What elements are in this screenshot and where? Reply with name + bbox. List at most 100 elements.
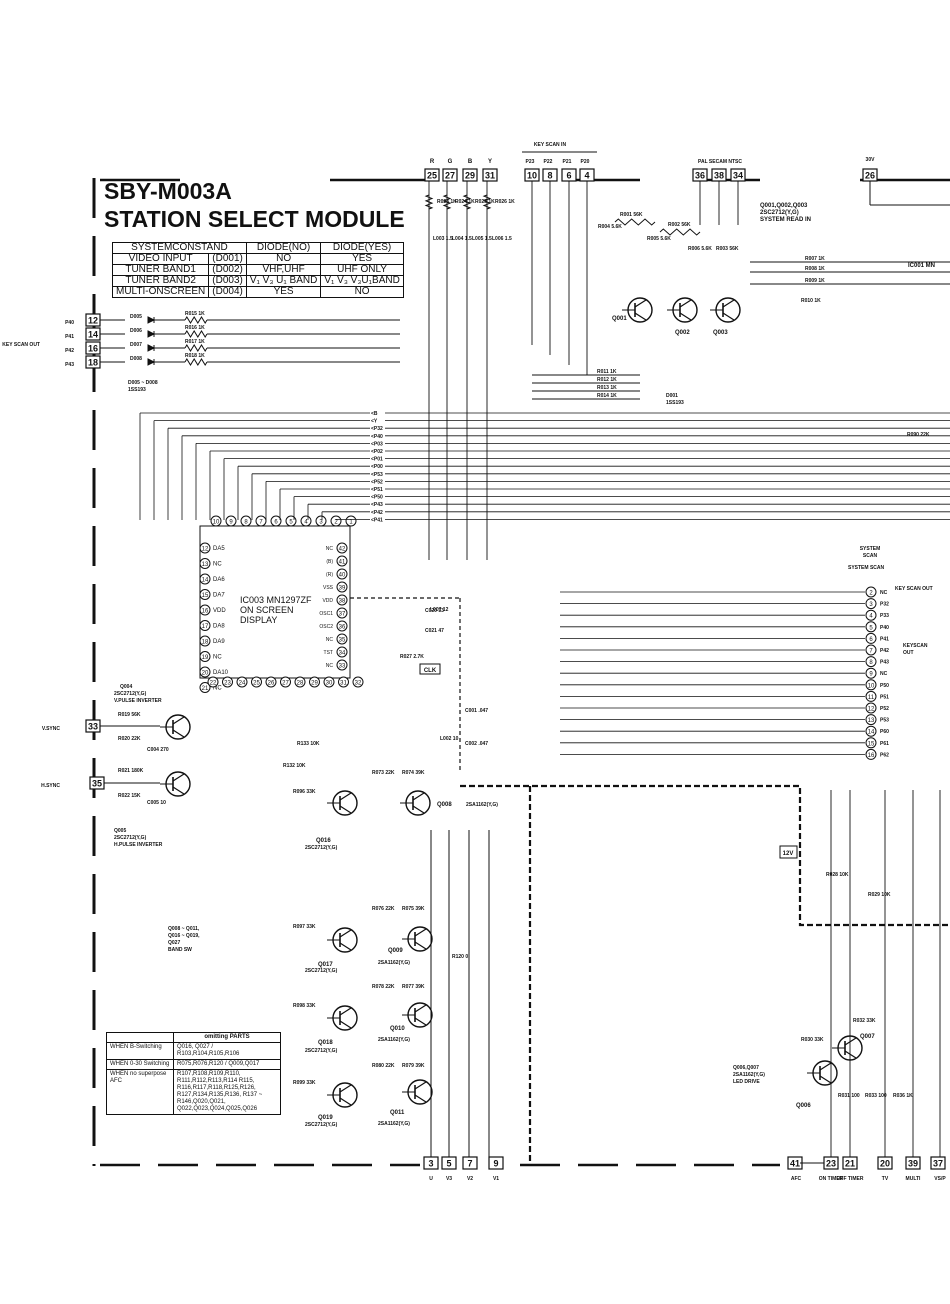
ic003-pin-label: (R) bbox=[326, 572, 333, 578]
note-text: Q004 bbox=[120, 684, 132, 690]
ic003-pin-number: 38 bbox=[339, 599, 346, 605]
diode-symbol bbox=[147, 358, 156, 366]
config-header-diode-yes: DIODE(YES) bbox=[320, 242, 404, 254]
rgb-resistor bbox=[424, 194, 434, 210]
omit-when: WHEN 0-30 Switching bbox=[106, 1059, 174, 1070]
q010-transistor-emitter bbox=[414, 1017, 427, 1026]
q009-transistor-emitter bbox=[414, 941, 427, 950]
q018-transistor-emitter bbox=[339, 1020, 352, 1029]
q017-transistor-emitter bbox=[339, 942, 352, 951]
key-scan-out-ic-label: KEY SCAN OUT bbox=[895, 586, 933, 592]
config-header-row: SYSTEMCONSTAND DIODE(NO) DIODE(YES) bbox=[112, 242, 404, 254]
transistor-label: 2SC2712(Y,G) bbox=[305, 1048, 338, 1054]
rgb-connector-pin bbox=[482, 168, 498, 182]
transistor-label: 2SA1162(Y,G) bbox=[466, 802, 498, 808]
resistor-label: R073 22K bbox=[372, 770, 395, 776]
bus-signal-label: <P03 bbox=[371, 441, 383, 447]
ic001-pin-label: P40 bbox=[880, 625, 889, 631]
tv-system-label: PAL SECAM NTSC bbox=[698, 159, 742, 165]
config-ref: (D001) bbox=[208, 253, 247, 265]
afc-label: AFC bbox=[791, 1176, 802, 1182]
ic003-pin bbox=[330, 515, 342, 527]
ic003-pin-label: OSC1 bbox=[319, 611, 333, 617]
diode-symbol bbox=[147, 330, 156, 338]
ic003-pin-label: NC bbox=[326, 637, 334, 643]
diode-label: D008 bbox=[130, 356, 142, 362]
key-scan-out-port: P40 bbox=[65, 320, 74, 326]
bus-signal-label: <P42 bbox=[371, 510, 383, 516]
module-title: STATION SELECT MODULE bbox=[104, 206, 405, 232]
key-scan-resistor bbox=[184, 316, 208, 324]
resistor-label: R022 15K bbox=[118, 793, 141, 799]
q003-transistor-collector bbox=[722, 299, 735, 308]
ic003-pin-number: 12 bbox=[202, 547, 209, 553]
bus-signal-label: <P01 bbox=[371, 457, 383, 463]
config-row: TUNER BAND1 (D002) VHF,UHF UHF ONLY bbox=[111, 264, 404, 276]
ic003-pin bbox=[199, 573, 211, 585]
ic003-pin bbox=[336, 568, 348, 580]
resistor-label: R017 1K bbox=[185, 339, 205, 345]
diode-label: 1SS193 bbox=[666, 400, 684, 406]
key-scan-connector-pin-label: 4 bbox=[584, 171, 589, 181]
transistor-label: 2SA1162(Y,G) bbox=[378, 1121, 410, 1127]
rgb-connector-pin-label: 31 bbox=[485, 171, 495, 181]
ic001-pin-label: P51 bbox=[880, 694, 889, 700]
omit-header-row: omitting PARTS bbox=[106, 1032, 281, 1043]
resistor-label: R078 22K bbox=[372, 984, 395, 990]
rgb-connector-pin bbox=[424, 168, 440, 182]
rgb-connector-pin bbox=[462, 168, 478, 182]
ic001-pin bbox=[865, 644, 877, 656]
ic001-pin bbox=[865, 656, 877, 668]
rgb-connector-pin-label: 25 bbox=[427, 171, 437, 181]
omit-parts: R075,R076,R120 / Q009,Q017 bbox=[173, 1059, 281, 1070]
resistor-label: R079 39K bbox=[402, 1063, 425, 1069]
hsync-pin-label: 35 bbox=[92, 779, 102, 789]
config-ref: (D002) bbox=[208, 264, 247, 276]
ic003-pin-number: 39 bbox=[339, 586, 346, 592]
ic003-pin-label: NC bbox=[326, 546, 334, 552]
rgb-label: Y bbox=[488, 159, 492, 165]
ic003-pin bbox=[336, 555, 348, 567]
ic003-pin-number: 8 bbox=[244, 520, 248, 526]
q002-transistor-collector bbox=[679, 299, 692, 308]
band-output-label: V2 bbox=[467, 1176, 473, 1182]
note-text: Q001,Q002,Q003 bbox=[760, 203, 808, 209]
omit-parts: R107,R108,R109,R110, R111,R112,R113,R114… bbox=[173, 1069, 281, 1115]
ic003-pin-number: 30 bbox=[326, 681, 333, 687]
transistor-label: Q006 bbox=[796, 1103, 811, 1109]
ic003-pin bbox=[207, 676, 219, 688]
transistor-label: Q007 bbox=[860, 1034, 875, 1040]
q007-transistor-collector bbox=[844, 1037, 857, 1046]
diode-note: D005 ~ D008 bbox=[128, 380, 158, 386]
resistor-label: R032 33K bbox=[853, 1018, 876, 1024]
r001-resistor bbox=[614, 218, 656, 226]
omit-row: WHEN 0-30 Switching R075,R076,R120 / Q00… bbox=[106, 1059, 281, 1070]
ic001-pin-number: 7 bbox=[869, 649, 873, 655]
omit-row: WHEN B-Switching Q016, Q027 / R103,R104,… bbox=[106, 1042, 281, 1060]
omitting-parts-table: omitting PARTS WHEN B-Switching Q016, Q0… bbox=[106, 1032, 281, 1115]
bus-signal-label: <P43 bbox=[371, 502, 383, 508]
ic003-pin-label: VSS bbox=[323, 585, 334, 591]
bus-signal-label: <P51 bbox=[371, 487, 383, 493]
ic003-pin bbox=[199, 558, 211, 569]
note-text: Q005 bbox=[114, 828, 126, 834]
note-text: Q008 ~ Q011, bbox=[168, 926, 200, 932]
q001-transistor-collector bbox=[634, 299, 647, 308]
resistor-label: R120 0 bbox=[452, 954, 468, 960]
note-text: V.PULSE INVERTER bbox=[114, 698, 162, 704]
q017-transistor-collector bbox=[339, 929, 352, 938]
ic003-pin-number: 33 bbox=[339, 664, 346, 670]
ic003-pin-label: DA9 bbox=[213, 639, 225, 645]
capacitor-label: C021 47 bbox=[425, 628, 444, 634]
resistor-label: R004 5.6K bbox=[598, 224, 622, 230]
key-scan-out-port: P43 bbox=[65, 362, 74, 368]
bus-signal-label: <P41 bbox=[371, 517, 383, 523]
diode-label: D005 bbox=[130, 314, 142, 320]
transistor-label: 2SA1162(Y,G) bbox=[378, 960, 410, 966]
ic001-pin bbox=[865, 609, 877, 621]
q011-transistor-emitter bbox=[414, 1094, 427, 1103]
ic001-pin-number: 13 bbox=[868, 718, 875, 724]
ic003-pin bbox=[294, 676, 306, 688]
note-text: Q006,Q007 bbox=[733, 1065, 759, 1071]
control-output-pin bbox=[930, 1156, 946, 1170]
